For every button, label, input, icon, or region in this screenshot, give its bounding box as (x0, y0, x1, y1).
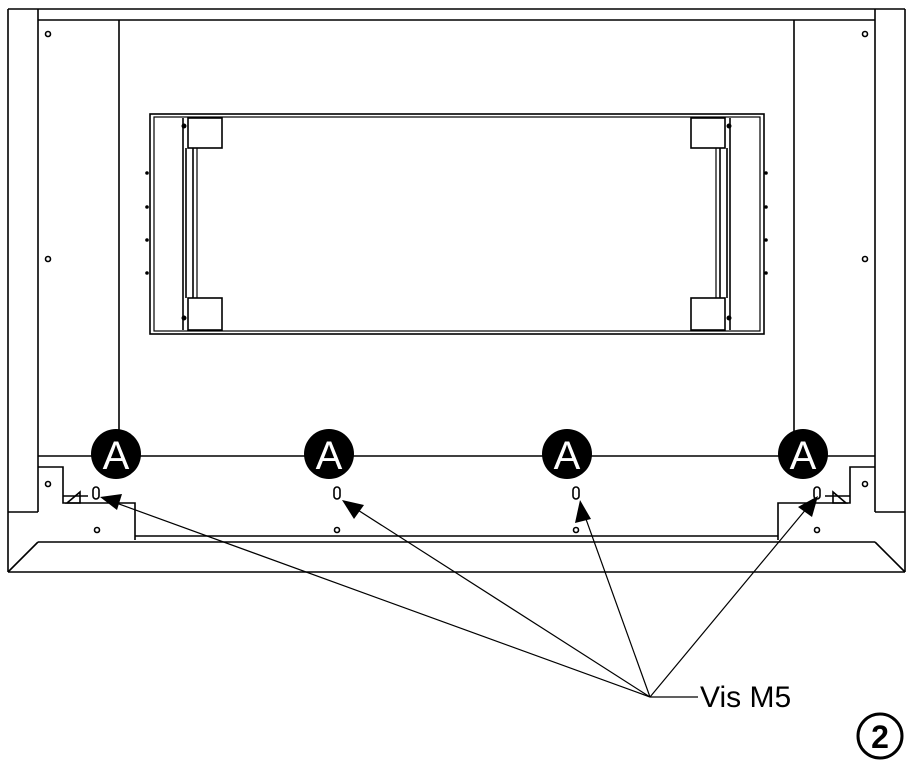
badge-a-1: A (91, 429, 141, 479)
step-number: 2 (871, 719, 889, 755)
screw-slot (333, 486, 341, 500)
screw-slot (92, 486, 100, 500)
badge-letter: A (554, 434, 581, 478)
leader-lines (100, 494, 818, 698)
step-number-badge: 2 (856, 712, 904, 760)
badge-a-4: A (778, 429, 828, 479)
badge-a-2: A (304, 429, 354, 479)
screw-slots (92, 486, 821, 500)
frame-hole (44, 30, 52, 38)
badge-letter: A (790, 434, 817, 478)
frame-hole (44, 255, 52, 263)
central-panel (145, 113, 768, 335)
callout-label: Vis M5 (700, 681, 791, 714)
badge-letter: A (103, 434, 130, 478)
outer-frame (7, 8, 906, 573)
frame-hole (861, 255, 869, 263)
frame-hole (861, 30, 869, 38)
screw-slot (572, 486, 580, 500)
bottom-bracket (38, 466, 875, 540)
side-rails (38, 20, 875, 457)
badge-a-3: A (542, 429, 592, 479)
badge-letter: A (316, 434, 343, 478)
